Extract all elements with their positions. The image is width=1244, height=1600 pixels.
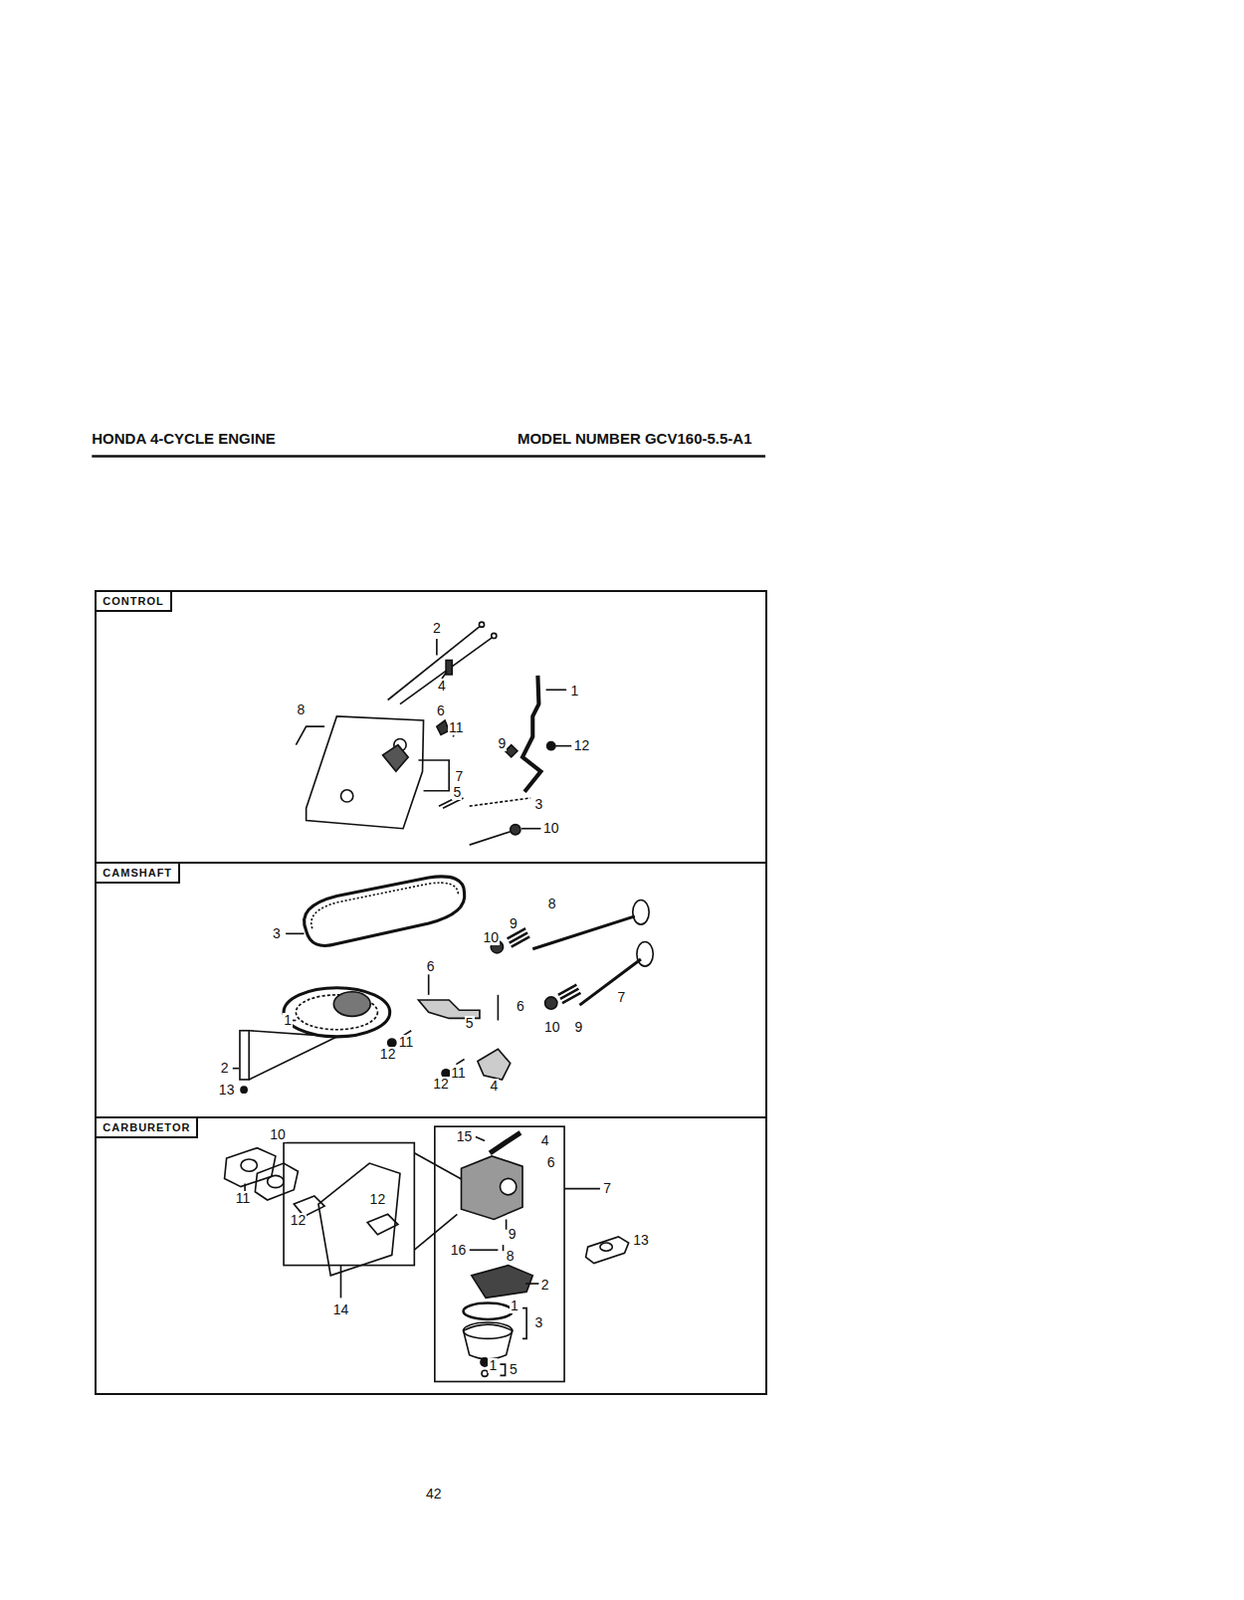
callout-number: 7 (454, 769, 465, 785)
callout-number: 10 (542, 821, 561, 836)
callout-number: 1 (509, 1298, 520, 1314)
callout-number: 9 (574, 1020, 585, 1036)
callout-number: 2 (431, 621, 442, 636)
model-number: MODEL NUMBER GCV160-5.5-A1 (517, 429, 753, 447)
callout-number: 6 (546, 1155, 557, 1171)
callout-number: 2 (540, 1277, 551, 1293)
callout-number: 13 (631, 1233, 650, 1248)
callout-number: 8 (547, 896, 558, 912)
section-heading: CAMSHAFT (96, 863, 181, 884)
callout-number: 11 (234, 1191, 252, 1207)
callout-number: 3 (534, 1315, 545, 1331)
callout-number: 11 (449, 1065, 467, 1081)
callout-number: 11 (447, 720, 465, 736)
callout-number: 6 (435, 703, 446, 719)
callout-number: 14 (332, 1302, 351, 1318)
callout-number: 5 (451, 785, 462, 801)
callout-number: 12 (369, 1192, 388, 1208)
callout-number: 5 (464, 1016, 475, 1032)
callout-number: 5 (508, 1362, 519, 1378)
callout-number: 12 (573, 738, 592, 754)
callout-number: 10 (543, 1020, 562, 1036)
callout-number: 1 (282, 1013, 293, 1029)
section-panel: CARBURETOR (94, 1116, 768, 1396)
callout-number: 2 (219, 1060, 230, 1076)
callout-number: 12 (379, 1046, 398, 1062)
callout-number: 4 (540, 1133, 551, 1149)
callout-number: 3 (271, 926, 282, 942)
callout-number: 1 (569, 683, 580, 699)
callout-number: 7 (617, 990, 627, 1006)
callout-number: 1 (487, 1358, 498, 1374)
callout-number: 3 (534, 797, 545, 813)
callout-number: 13 (217, 1082, 236, 1098)
callout-number: 6 (515, 999, 526, 1015)
callout-number: 10 (268, 1127, 287, 1143)
callout-number: 15 (455, 1129, 474, 1145)
callout-number: 7 (602, 1181, 613, 1197)
callout-number: 4 (436, 678, 447, 694)
callout-number: 12 (431, 1076, 450, 1092)
callout-number: 6 (425, 959, 436, 975)
callout-number: 12 (289, 1213, 308, 1229)
callout-number: 11 (398, 1035, 415, 1050)
page-header: HONDA 4-CYCLE ENGINE (91, 429, 275, 447)
callout-number: 9 (508, 916, 519, 932)
callout-number: 8 (296, 702, 307, 718)
page-number: 42 (424, 1486, 443, 1502)
callout-number: 10 (481, 930, 500, 946)
callout-number: 9 (497, 736, 508, 752)
callout-number: 9 (507, 1227, 518, 1243)
callout-number: 16 (449, 1243, 468, 1258)
section-heading: CARBURETOR (96, 1118, 199, 1139)
callout-number: 8 (505, 1248, 516, 1264)
section-heading: CONTROL (96, 592, 172, 613)
callout-number: 4 (488, 1078, 499, 1094)
